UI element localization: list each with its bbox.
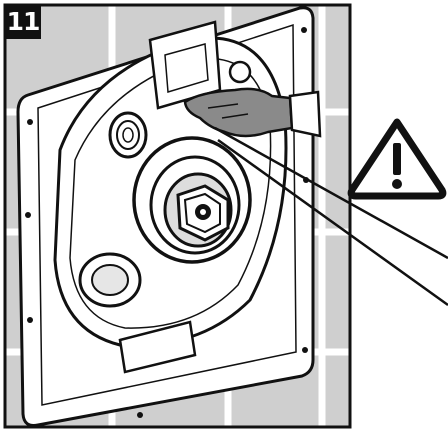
cartridge-spindle — [132, 136, 252, 264]
warning-triangle-icon — [347, 118, 447, 200]
step-number-badge: 11 — [5, 5, 41, 39]
diagram-frame — [3, 3, 352, 429]
hand-icon — [183, 87, 322, 138]
callout-lines — [214, 126, 448, 307]
